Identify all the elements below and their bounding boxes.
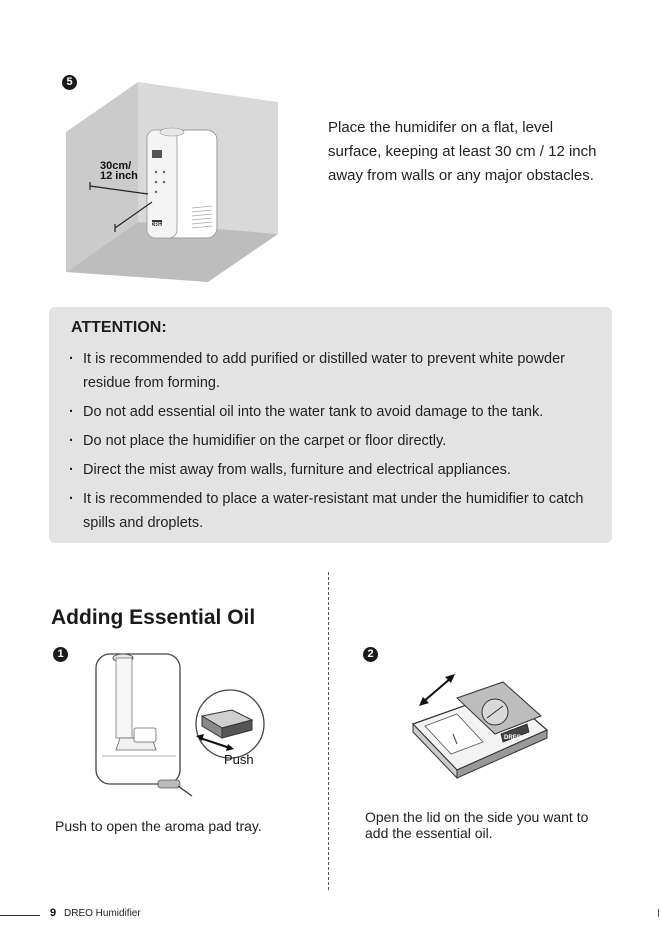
aroma-tray-lid-illustration: DREO (411, 674, 549, 780)
attention-item: Do not place the humidifier on the carpe… (69, 429, 609, 453)
brand-logo: DREO (151, 222, 166, 228)
aroma-tray-push-illustration: Push (95, 653, 265, 797)
column-divider (328, 572, 329, 890)
step2-caption: Open the lid on the side you want to add… (365, 809, 589, 841)
push-callout: Push (224, 752, 254, 767)
step1-caption: Push to open the aroma pad tray. (55, 818, 262, 834)
attention-title: ATTENTION: (71, 319, 167, 336)
attention-box: ATTENTION: It is recommended to add puri… (49, 307, 612, 543)
page-number: 9 (50, 907, 57, 919)
attention-item: It is recommended to add purified or dis… (69, 347, 609, 395)
step-marker-2: 2 (363, 647, 378, 662)
attention-list: It is recommended to add purified or dis… (69, 347, 609, 540)
attention-item: Do not add essential oil into the water … (69, 400, 609, 424)
tray-brand-logo: DREO (504, 735, 522, 741)
attention-item: Direct the mist away from walls, furnitu… (69, 458, 609, 482)
section-title: Adding Essential Oil (51, 606, 256, 629)
footer-title: DREO Humidifier (64, 908, 141, 919)
distance-label-line2: 12 inch (100, 170, 138, 182)
attention-item: It is recommended to place a water-resis… (69, 487, 609, 535)
placement-illustration: 30cm/ 12 inch DREO (66, 82, 278, 282)
placement-instruction: Place the humidifer on a flat, level sur… (328, 119, 597, 184)
footer-rule (0, 915, 40, 916)
humidifier-unit (146, 127, 218, 239)
step-marker-5: 5 (62, 75, 77, 90)
footer-edge-mark (658, 909, 659, 917)
step-marker-1: 1 (53, 647, 68, 662)
distance-label-line1: 30cm/ (100, 160, 131, 172)
